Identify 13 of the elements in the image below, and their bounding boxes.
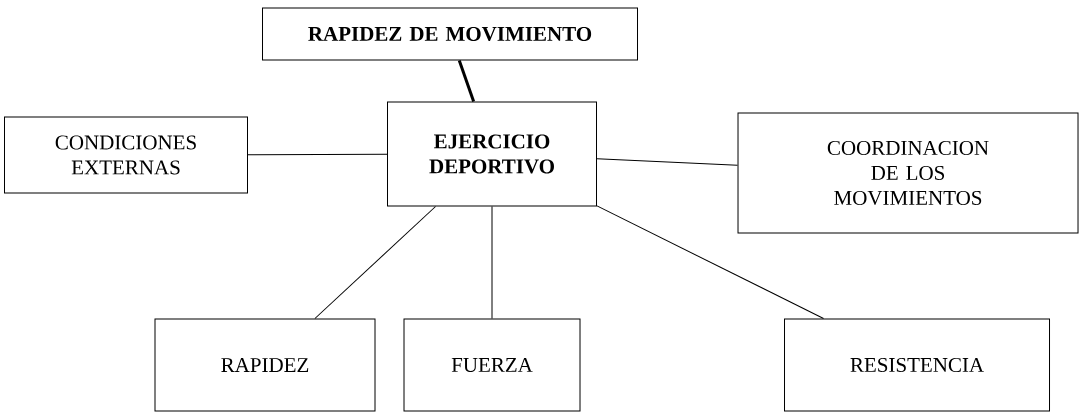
connector-line: [247, 153, 388, 156]
connector-line: [314, 206, 437, 319]
process-box: RESISTENCIA: [784, 318, 1050, 412]
connector-line: [596, 158, 738, 166]
connector-line: [491, 206, 493, 319]
process-box: FUERZA: [403, 318, 581, 412]
connector-line: [457, 60, 476, 102]
process-box: CONDICIONES EXTERNAS: [4, 116, 248, 194]
connector-line: [596, 205, 825, 319]
process-box: EJERCICIO DEPORTIVO: [387, 101, 597, 207]
process-box: RAPIDEZ: [154, 318, 376, 412]
process-box: COORDINACION DE LOS MOVIMIENTOS: [737, 112, 1079, 234]
title-box: RAPIDEZ DE MOVIMIENTO: [262, 7, 638, 61]
